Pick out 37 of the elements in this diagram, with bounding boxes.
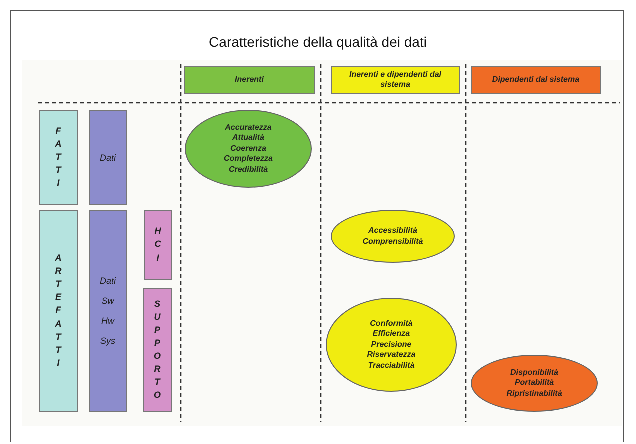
category-bar	[143, 288, 172, 412]
category-bar	[39, 210, 78, 412]
attribute-label: Comprensibilità	[362, 236, 424, 247]
attribute-label: Attualità	[232, 133, 264, 144]
header-label: Dipendenti dal sistema	[491, 74, 581, 86]
attribute-label: Riservatezza	[367, 350, 416, 361]
attribute-label: Ripristinabilità	[506, 388, 562, 400]
item-label: Sw	[102, 296, 114, 306]
column-header	[184, 66, 315, 94]
attribute-label: Coerenza	[230, 144, 266, 154]
column-header	[471, 66, 601, 94]
item-label: Dati	[100, 276, 116, 286]
vertical-label: ARTEFATTI	[54, 252, 62, 370]
attribute-label: Conformità	[370, 319, 413, 330]
item-label: Dati	[100, 152, 116, 162]
attribute-label: Efficienza	[372, 329, 410, 340]
category-bar	[144, 210, 172, 280]
header-label: Inerenti e dipendenti dal sistema	[348, 70, 442, 90]
vertical-label: SUPPORTO	[154, 298, 162, 402]
attribute-label: Disponibilità	[510, 368, 558, 378]
attribute-label: Credibilità	[228, 164, 268, 175]
title: Caratteristiche della qualità dei dati	[208, 34, 428, 50]
category-bar	[89, 210, 127, 412]
attribute-label: Tracciabilità	[368, 360, 415, 371]
column-header	[331, 66, 460, 94]
vertical-label: FATTI	[54, 124, 62, 190]
category-bar	[39, 110, 78, 205]
attribute-label: Portabilità	[514, 378, 554, 389]
attribute-label: Precisione	[371, 340, 412, 350]
attribute-label: Accuratezza	[225, 123, 272, 134]
attribute-label: Accessibilità	[368, 226, 418, 236]
vertical-label: HCI	[154, 225, 162, 265]
header-label: Inerenti	[234, 74, 265, 86]
item-label: Hw	[102, 316, 114, 326]
category-bar	[89, 110, 127, 205]
item-label: Sys	[100, 336, 116, 346]
attribute-label: Completezza	[224, 154, 273, 165]
